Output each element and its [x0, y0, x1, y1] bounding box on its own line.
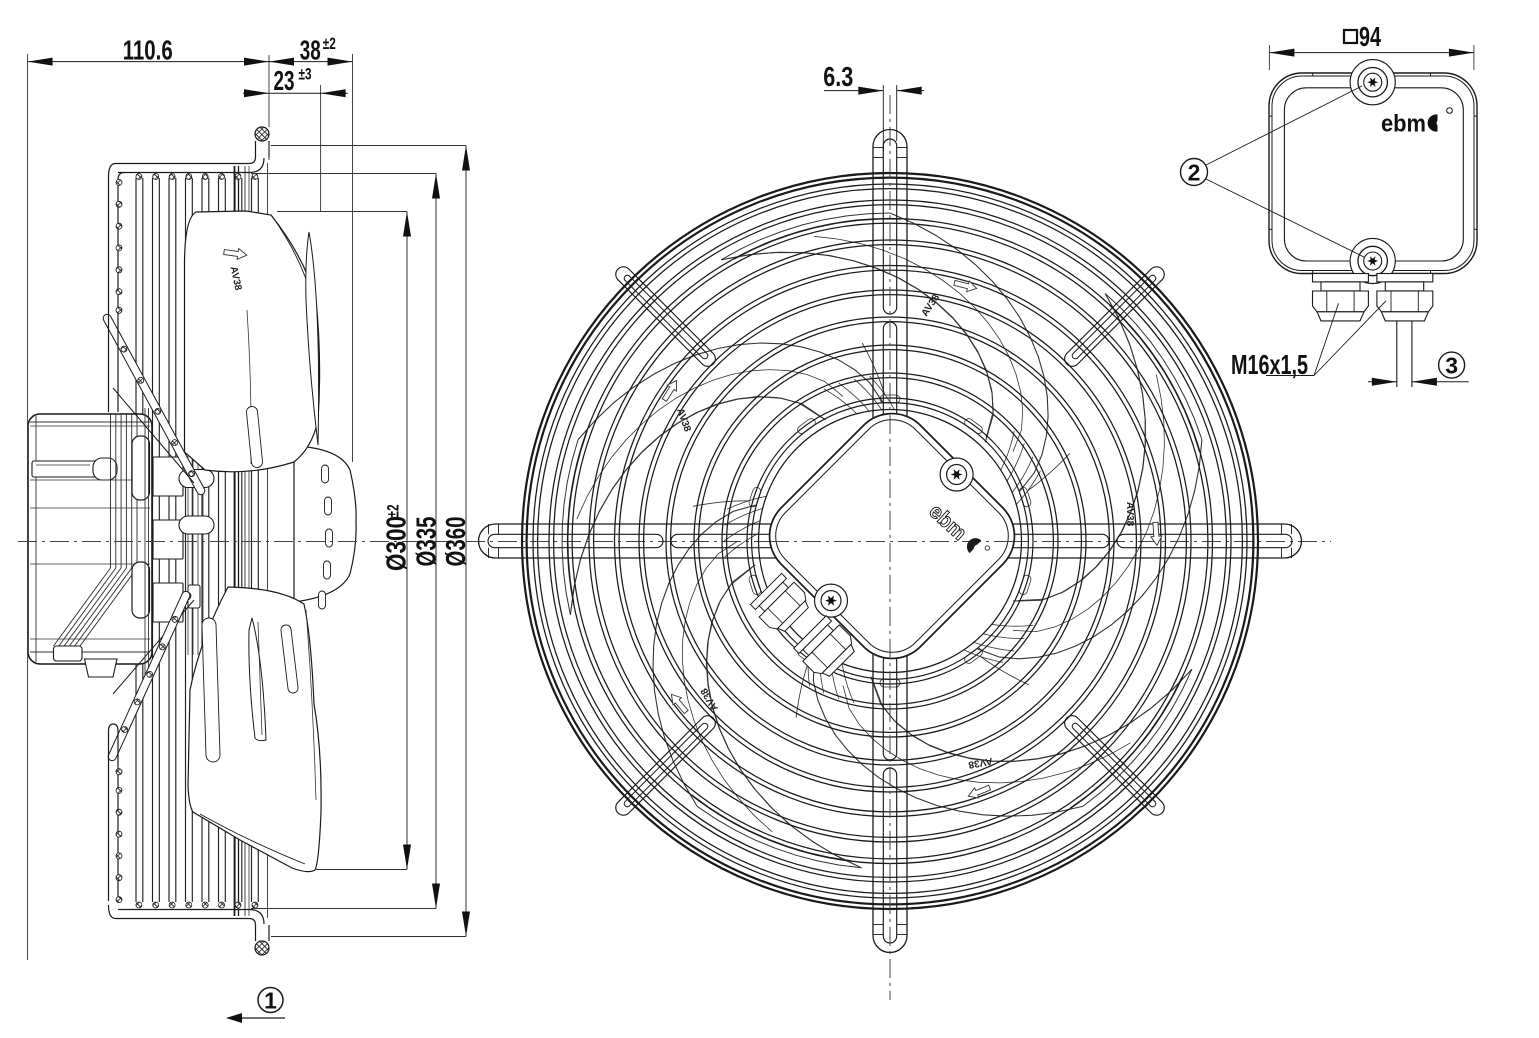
svg-text:±2: ±2 — [323, 35, 336, 53]
svg-text:23: 23 — [274, 65, 295, 96]
svg-text:Ø360: Ø360 — [440, 517, 471, 567]
svg-text:3: 3 — [1445, 353, 1458, 379]
svg-text:M16x1,5: M16x1,5 — [1231, 349, 1308, 380]
svg-text:38: 38 — [300, 35, 321, 66]
svg-text:ebm: ebm — [1381, 111, 1426, 138]
svg-text:Ø335: Ø335 — [411, 517, 442, 567]
svg-text:Ø300: Ø300 — [381, 516, 412, 571]
svg-text:1: 1 — [264, 988, 277, 1014]
svg-text:6.3: 6.3 — [823, 61, 853, 92]
svg-text:AV38: AV38 — [228, 265, 244, 291]
svg-text:±2: ±2 — [385, 505, 403, 518]
svg-text:AV38: AV38 — [1124, 502, 1135, 527]
svg-text:110.6: 110.6 — [123, 35, 173, 66]
svg-text:94: 94 — [1359, 21, 1381, 52]
svg-text:2: 2 — [1188, 160, 1201, 186]
svg-text:AV38: AV38 — [967, 755, 993, 770]
svg-text:±3: ±3 — [299, 66, 312, 84]
